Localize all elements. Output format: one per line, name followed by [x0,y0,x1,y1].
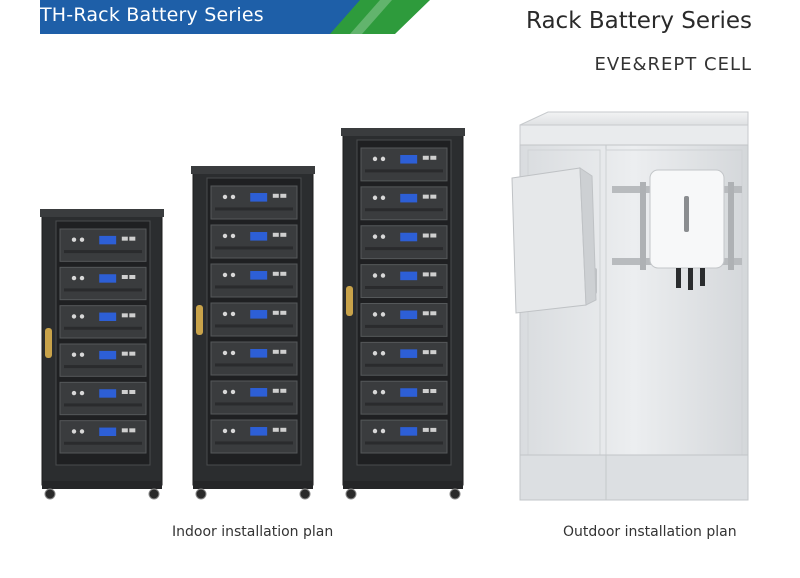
battery-module [59,266,147,301]
battery-module [59,343,147,377]
battery-module [59,228,147,262]
battery-module [210,419,298,454]
battery-module [59,420,147,454]
indoor-cabinet-large [341,128,465,500]
indoor-cabinet-medium [191,166,315,500]
battery-module [210,302,298,337]
battery-module [360,225,448,260]
page-subtitle: EVE&REPT CELL [594,54,752,75]
battery-module [360,303,448,337]
banner-shape [40,0,430,34]
indoor-caption: Indoor installation plan [172,524,334,540]
outdoor-cabinet [511,111,749,501]
battery-module [210,224,298,259]
battery-module [360,147,448,182]
battery-module [210,263,298,298]
battery-module [210,380,298,415]
title-banner: TH-Rack Battery Series [0,0,430,34]
battery-module [360,419,448,454]
outdoor-caption: Outdoor installation plan [563,524,737,540]
banner-label: TH-Rack Battery Series [40,4,264,26]
battery-module [360,341,448,376]
battery-module [210,185,298,220]
battery-module [59,381,147,416]
page-title: Rack Battery Series [525,8,752,34]
battery-module [360,264,448,298]
battery-module [210,341,298,376]
battery-module [360,186,448,221]
battery-module [59,305,147,339]
battery-module [360,380,448,415]
indoor-cabinet-small [40,209,164,500]
